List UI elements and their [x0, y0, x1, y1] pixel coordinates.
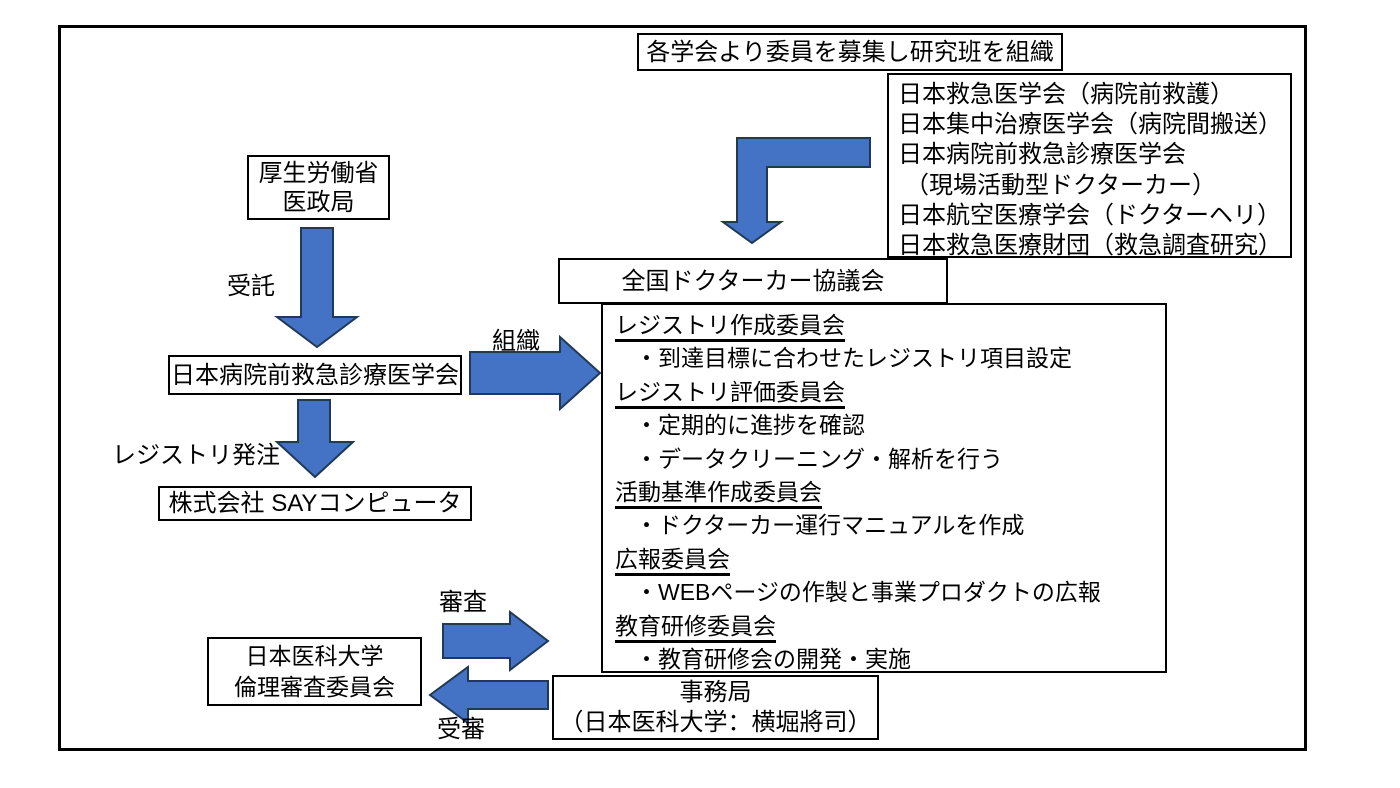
box-secretariat: 事務局 （日本医科大学：横堀將司） — [552, 675, 879, 740]
committee-bullet: ・定期的に進捗を確認 — [635, 412, 865, 439]
label-soshiki: 組織 — [492, 328, 540, 355]
committee-bullet: ・到達目標に合わせたレジストリ項目設定 — [635, 345, 1072, 372]
box-jsph-text: 日本病院前救急診療医学会 — [171, 361, 459, 389]
box-doctor-car-council-text: 全国ドクターカー協議会 — [621, 267, 885, 295]
committee-title: レジストリ作成委員会 — [615, 309, 1165, 342]
box-mhlw-line2: 医政局 — [282, 188, 355, 216]
society-item: 日本航空医療学会（ドクターヘリ） — [898, 201, 1282, 229]
box-doctor-car-council: 全国ドクターカー協議会 — [558, 258, 948, 304]
box-ethics-board-line1: 日本医科大学 — [245, 642, 384, 669]
committee-title: 活動基準作成委員会 — [615, 476, 1165, 509]
box-ethics-board-line2: 倫理審査委員会 — [234, 673, 395, 700]
committee-title: レジストリ評価委員会 — [615, 376, 1165, 409]
society-item: 日本病院前救急診療医学会 — [898, 141, 1186, 169]
box-recruit-committees-text: 各学会より委員を募集し研究班を組織 — [646, 38, 1054, 66]
society-item: 日本集中治療医学会（病院間搬送） — [898, 111, 1282, 139]
label-shinsa: 審査 — [439, 589, 487, 616]
box-secretariat-line2: （日本医科大学：横堀將司） — [559, 708, 872, 736]
committee-bullet: ・教育研修会の開発・実施 — [635, 645, 911, 672]
box-committees-detail: レジストリ作成委員会 ・到達目標に合わせたレジストリ項目設定 レジストリ評価委員… — [601, 303, 1167, 673]
society-item-continuation: （現場活動型ドクターカー） — [905, 171, 1217, 199]
committee-bullet: ・データクリーニング・解析を行う — [635, 445, 1003, 472]
committee-bullet: ・ドクターカー運行マニュアルを作成 — [635, 512, 1025, 539]
box-recruit-committees: 各学会より委員を募集し研究班を組織 — [637, 33, 1063, 71]
committee-title-text: 活動基準作成委員会 — [615, 479, 822, 509]
box-mhlw: 厚生労働省 医政局 — [247, 155, 390, 220]
committee-bullet: ・WEBページの作製と事業プロダクトの広報 — [635, 579, 1101, 606]
committee-title-text: 教育研修委員会 — [615, 613, 776, 643]
committee-title: 広報委員会 — [615, 543, 1165, 576]
box-societies-list: 日本救急医学会（病院前救護） 日本集中治療医学会（病院間搬送） 日本病院前救急診… — [887, 73, 1292, 260]
box-say-computer: 株式会社 SAYコンピュータ — [158, 486, 472, 521]
committee-title: 教育研修委員会 — [615, 610, 1165, 643]
label-jushin: 受審 — [437, 716, 485, 743]
box-mhlw-line1: 厚生労働省 — [258, 159, 379, 187]
society-item: 日本救急医療財団（救急調査研究） — [898, 232, 1282, 260]
society-item: 日本救急医学会（病院前救護） — [898, 81, 1234, 108]
box-say-computer-text: 株式会社 SAYコンピュータ — [168, 490, 462, 517]
box-ethics-board: 日本医科大学 倫理審査委員会 — [207, 637, 422, 706]
committee-title-text: 広報委員会 — [615, 546, 730, 576]
committee-title-text: レジストリ評価委員会 — [615, 379, 845, 409]
committee-title-text: レジストリ作成委員会 — [615, 312, 845, 342]
diagram-outer-frame — [58, 25, 1307, 751]
box-secretariat-line1: 事務局 — [679, 678, 752, 706]
label-jutaku: 受託 — [227, 273, 275, 300]
label-registry-hacchu: レジストリ発注 — [112, 442, 280, 469]
box-jsph: 日本病院前救急診療医学会 — [168, 355, 462, 395]
